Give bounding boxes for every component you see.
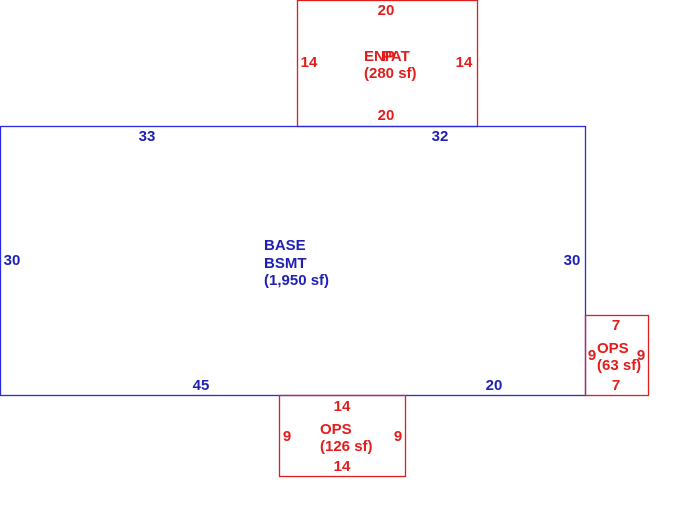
ops-bottom-dim-top: 14 bbox=[334, 398, 351, 415]
base-dim-bottom-left: 45 bbox=[193, 377, 210, 394]
ops-right-label: OPS bbox=[597, 340, 629, 357]
base-dim-top-right: 32 bbox=[432, 128, 449, 145]
ops-bottom-label: OPS bbox=[320, 421, 352, 438]
ops-bottom-dim-right: 9 bbox=[394, 428, 402, 445]
base-label-line1: BASE bbox=[264, 237, 306, 254]
top-addition-area: (280 sf) bbox=[364, 65, 417, 82]
ops-bottom-outline bbox=[278, 394, 407, 478]
base-dim-bottom-right: 20 bbox=[486, 377, 503, 394]
base-dim-left: 30 bbox=[4, 252, 21, 269]
ops-bottom-area: (126 sf) bbox=[320, 438, 373, 455]
ops-bottom-dim-bottom: 14 bbox=[334, 458, 351, 475]
top-addition-dim-left: 14 bbox=[301, 54, 318, 71]
top-addition-dim-bottom: 20 bbox=[378, 107, 395, 124]
ops-right-dim-left: 9 bbox=[588, 347, 596, 364]
base-label-line2: BSMT bbox=[264, 255, 307, 272]
top-addition-label-enp: ENP bbox=[364, 48, 395, 65]
top-addition-dim-top: 20 bbox=[378, 2, 395, 19]
ops-right-outline bbox=[584, 314, 650, 397]
ops-right-area: (63 sf) bbox=[597, 357, 641, 374]
ops-bottom-dim-left: 9 bbox=[283, 428, 291, 445]
ops-right-dim-bottom: 7 bbox=[612, 377, 620, 394]
base-dim-right: 30 bbox=[564, 252, 581, 269]
top-addition-label-pat: PAT bbox=[382, 48, 410, 65]
top-addition-dim-right: 14 bbox=[456, 54, 473, 71]
base-dim-top-left: 33 bbox=[139, 128, 156, 145]
ops-right-dim-top: 7 bbox=[612, 317, 620, 334]
base-area: (1,950 sf) bbox=[264, 272, 329, 289]
ops-right-dim-right: 9 bbox=[637, 347, 645, 364]
